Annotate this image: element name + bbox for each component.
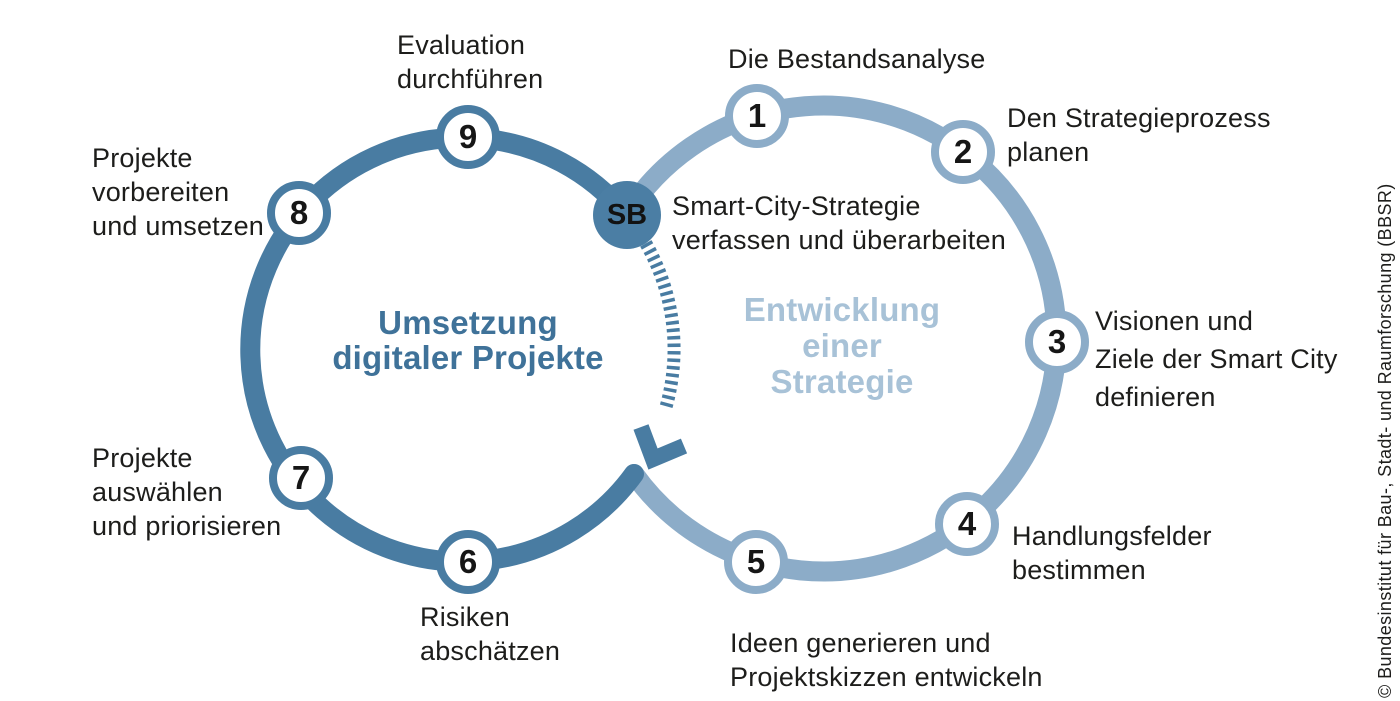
node-9-label: Evaluation durchführen — [397, 30, 544, 94]
node-6: 6 — [436, 530, 500, 594]
strategy-cycle-title: Entwicklung einer Strategie — [743, 291, 941, 400]
copyright-credit: © Bundesinstitut für Bau-, Stadt- und Ra… — [1375, 183, 1395, 698]
node-7-number: 7 — [291, 459, 311, 496]
node-8-label: Projekte vorbereiten und umsetzen — [92, 143, 265, 241]
node-3: 3 — [1025, 310, 1089, 374]
node-3-number: 3 — [1047, 323, 1067, 360]
node-2-label: Den Strategieprozess planen — [1007, 103, 1271, 167]
node-6-label: Risiken abschätzen — [420, 602, 561, 666]
node-8-number: 8 — [289, 194, 309, 231]
node-5: 5 — [724, 530, 788, 594]
node-4: 4 — [935, 492, 999, 556]
node-3-label: Visionen und Ziele der Smart City defini… — [1095, 306, 1338, 412]
feedback-arrowhead-icon — [633, 424, 688, 470]
node-9-number: 9 — [458, 118, 478, 155]
node-9: 9 — [436, 105, 500, 169]
node-4-number: 4 — [957, 505, 977, 542]
node-2: 2 — [931, 120, 995, 184]
node-1-number: 1 — [747, 97, 767, 134]
node-sb-label: Smart-City-Strategie verfassen und übera… — [672, 191, 1006, 255]
node-sb-text: SB — [606, 198, 648, 231]
implementation-cycle-title: Umsetzung digitaler Projekte — [332, 304, 604, 376]
node-2-number: 2 — [953, 133, 973, 170]
node-1: 1 — [725, 84, 789, 148]
node-5-label: Ideen generieren und Projektskizzen entw… — [730, 628, 1043, 692]
node-sb: SB — [593, 181, 661, 249]
node-8: 8 — [267, 181, 331, 245]
node-1-label: Die Bestandsanalyse — [728, 44, 986, 74]
node-7: 7 — [269, 446, 333, 510]
node-4-label: Handlungsfelder bestimmen — [1012, 521, 1212, 585]
node-6-number: 6 — [458, 543, 478, 580]
node-5-number: 5 — [746, 543, 766, 580]
node-7-label: Projekte auswählen und priorisieren — [92, 443, 282, 541]
